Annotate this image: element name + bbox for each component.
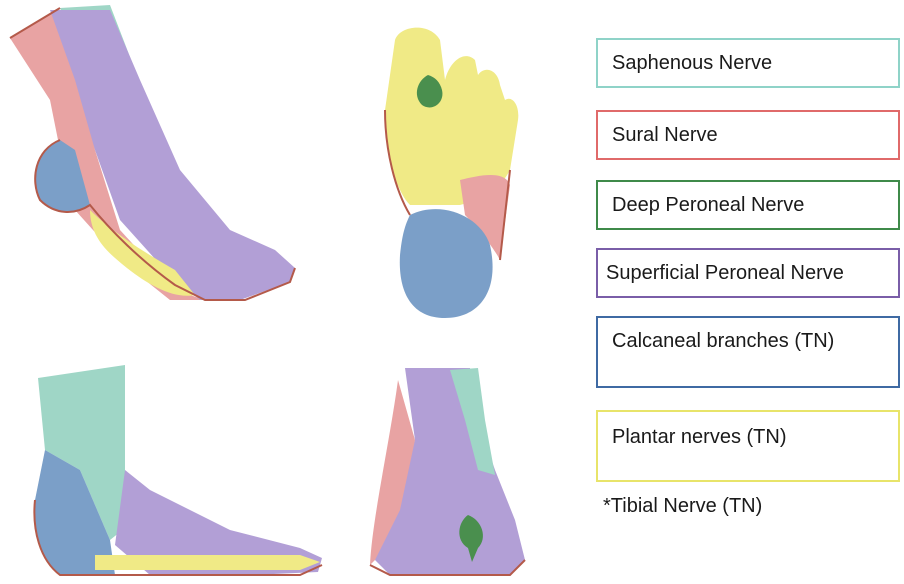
legend-label: Calcaneal branches (TN) [612,330,834,353]
foot-medial-view [34,365,322,575]
legend-superficial-peroneal-nerve: Superficial Peroneal Nerve [596,248,900,298]
legend-label: Plantar nerves (TN) [612,426,787,449]
tibial-nerve-footnote: *Tibial Nerve (TN) [603,495,762,518]
foot-plantar-view [385,28,518,318]
legend-label: Sural Nerve [612,124,718,147]
legend-label: Superficial Peroneal Nerve [606,262,844,285]
legend-calcaneal-branches: Calcaneal branches (TN) [596,316,900,388]
legend-label: Deep Peroneal Nerve [612,194,804,217]
foot-dorsal-oblique [10,5,295,300]
legend-deep-peroneal-nerve: Deep Peroneal Nerve [596,180,900,230]
legend-label: Saphenous Nerve [612,52,772,75]
legend-saphenous-nerve: Saphenous Nerve [596,38,900,88]
foot-dorsal-view [370,368,525,575]
legend-plantar-nerves: Plantar nerves (TN) [596,410,900,482]
legend-sural-nerve: Sural Nerve [596,110,900,160]
region-plantar-medial [95,555,320,570]
